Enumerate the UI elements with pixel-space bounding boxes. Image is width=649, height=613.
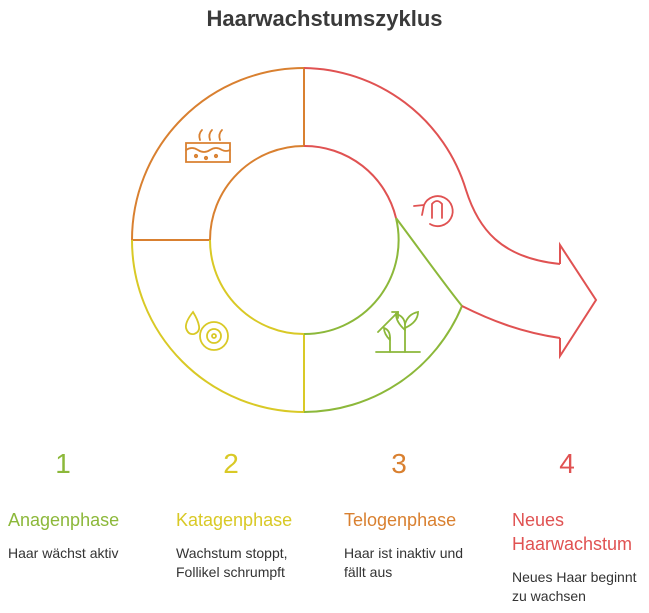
- phase-column-4: 4 Neues Haarwachstum Neues Haar beginnt …: [512, 448, 647, 606]
- phase-description: Haar ist inaktiv und fällt aus: [344, 545, 464, 580]
- phase-number: 3: [391, 448, 407, 479]
- cycle-arrow-icon: [413, 195, 454, 227]
- phase-name: Anagenphase: [8, 510, 120, 530]
- cycle-diagram: [131, 67, 598, 413]
- phase-description: Haar wächst aktiv: [8, 545, 119, 561]
- segment-telogen: [131, 67, 305, 241]
- phase-number: 4: [559, 448, 575, 479]
- phase-number: 1: [55, 448, 71, 479]
- phase-name: Telogenphase: [344, 510, 457, 530]
- phase-description: Neues Haar beginnt zu wachsen: [512, 569, 637, 604]
- phase-column-2: 2 Katagenphase Wachstum stoppt, Follikel…: [176, 448, 336, 582]
- phase-column-1: 1 Anagenphase Haar wächst aktiv: [8, 448, 168, 563]
- sprout-icon: [375, 310, 421, 353]
- segment-new-growth-arrow: [303, 67, 598, 360]
- phase-name: Katagenphase: [176, 510, 293, 530]
- phase-number: 2: [223, 448, 239, 479]
- diagram-title: Haarwachstumszyklus: [206, 6, 443, 31]
- segment-katagen: [131, 239, 305, 413]
- drop-follicle-icon: [184, 310, 229, 351]
- phase-column-3: 3 Telogenphase Haar ist inaktiv und fäll…: [344, 448, 504, 582]
- phase-description: Wachstum stoppt, Follikel schrumpft: [176, 545, 288, 580]
- segment-anagen: [303, 217, 463, 413]
- phase-name: Neues Haarwachstum: [512, 510, 633, 554]
- scalp-hair-icon: [185, 129, 231, 163]
